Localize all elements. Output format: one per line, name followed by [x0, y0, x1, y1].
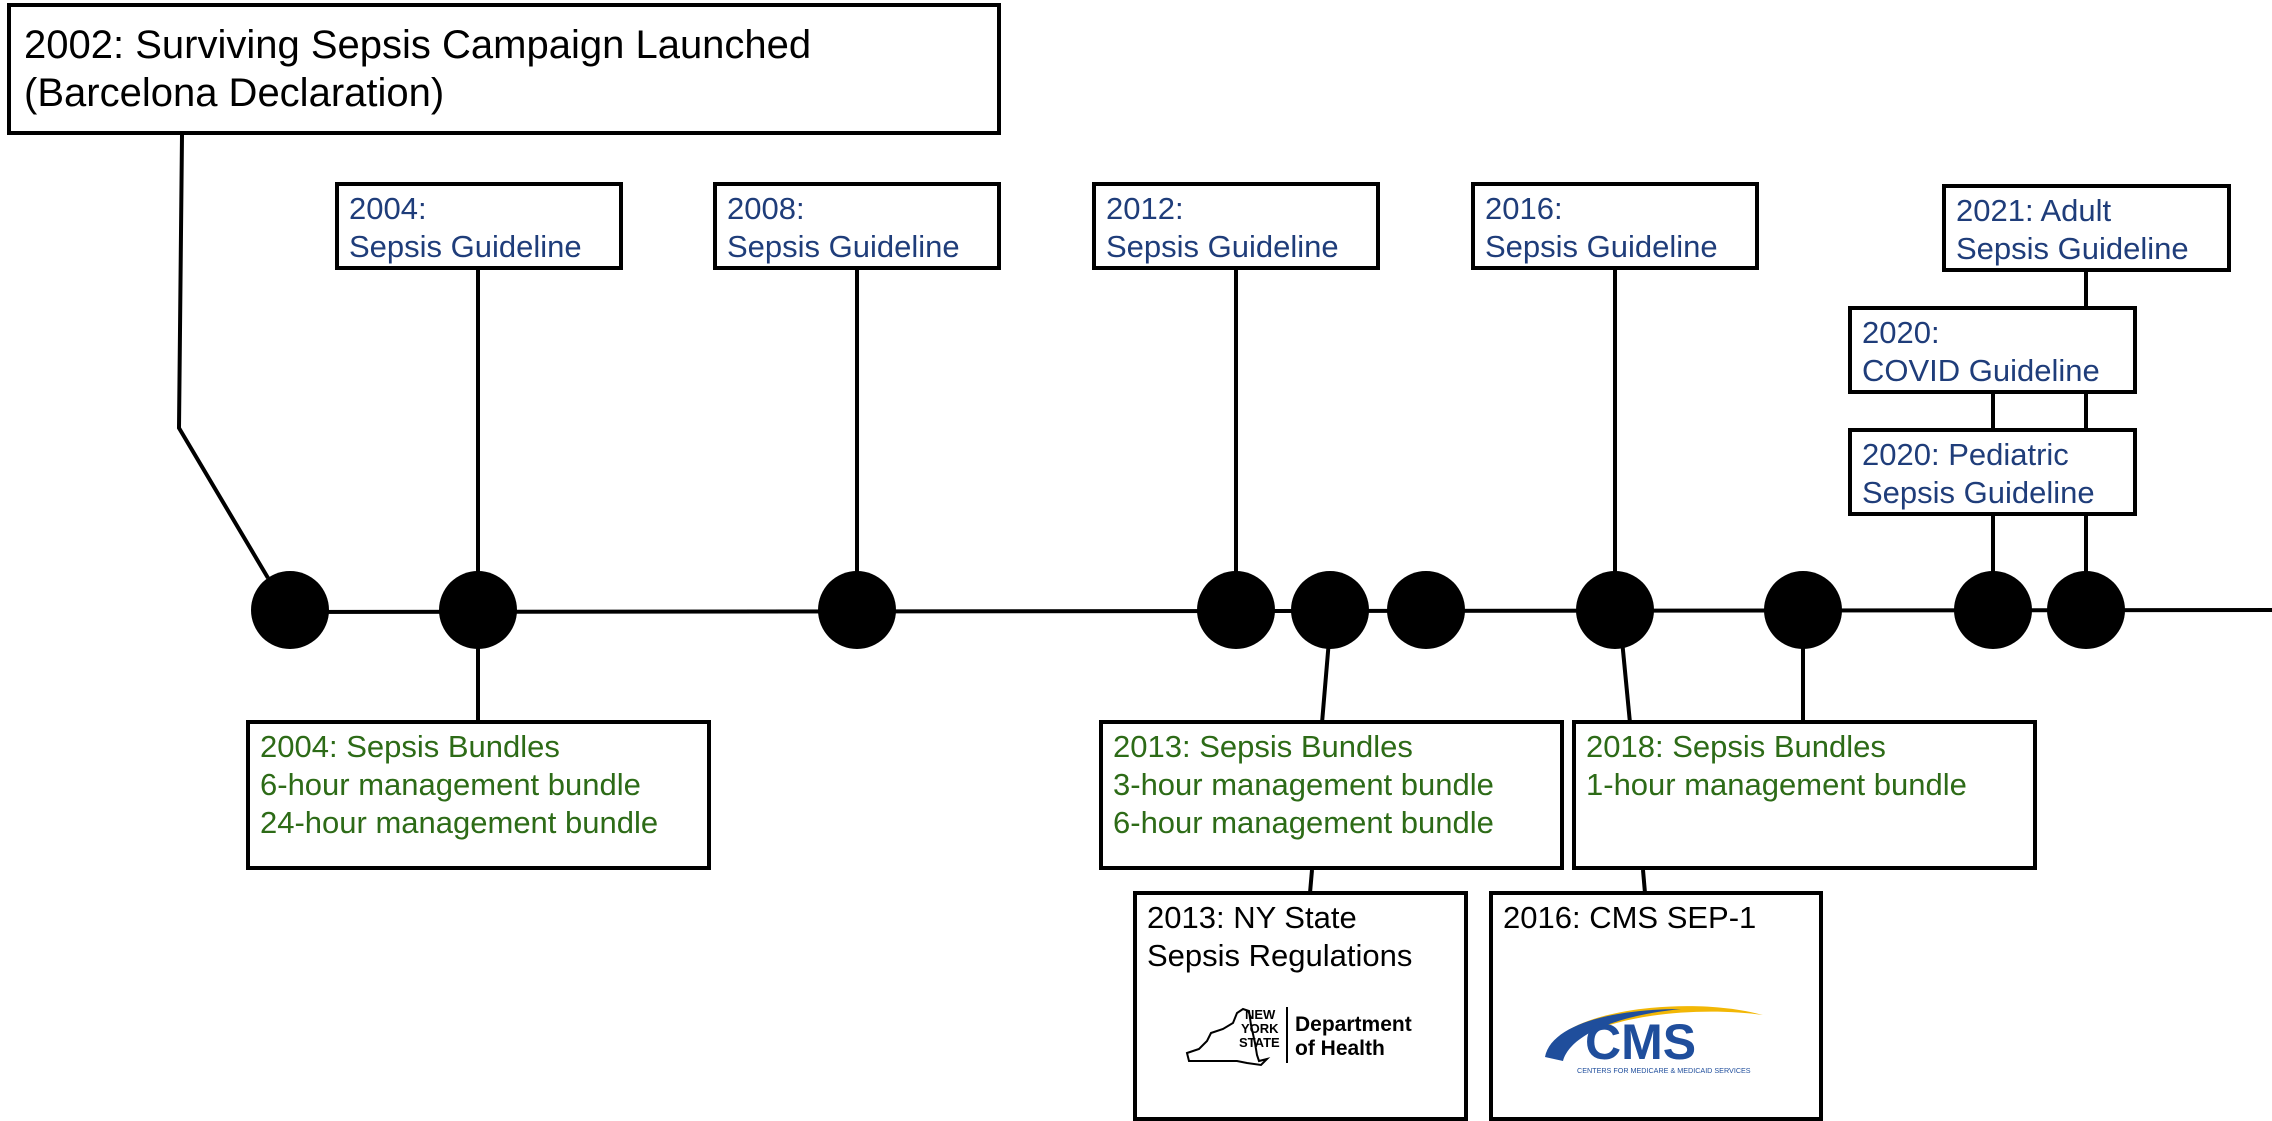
cms-logo-subtitle: CENTERS FOR MEDICARE & MEDICAID SERVICES [1577, 1066, 1751, 1075]
guideline-2020-covid-box: 2020: COVID Guideline [1848, 306, 2137, 394]
guideline-2008-box: 2008: Sepsis Guideline [713, 182, 1001, 270]
nys-text-york: YORK [1241, 1021, 1279, 1036]
cms-arc-blue-icon [1545, 1009, 1681, 1061]
bundle-2013-box: 2013: Sepsis Bundles 3-hour management b… [1099, 720, 1564, 870]
guideline-2004-line1: 2004: [349, 191, 427, 226]
bundle-2004-line1: 2004: Sepsis Bundles [260, 729, 560, 764]
nys-text-state: STATE [1239, 1035, 1280, 1050]
nys-text-department: Department [1295, 1013, 1412, 1036]
bundle-2013-line2: 3-hour management bundle [1113, 767, 1494, 802]
bundle-2018-line2: 1-hour management bundle [1586, 767, 1967, 802]
timeline-node-2016 [1576, 571, 1654, 649]
guideline-2008-line1: 2008: [727, 191, 805, 226]
policy-2013-nystate-box: 2013: NY State Sepsis Regulations NEW YO… [1133, 891, 1468, 1121]
cms-logo: CMS CENTERS FOR MEDICARE & MEDICAID SERV… [1545, 1006, 1763, 1075]
guideline-2016-line2: Sepsis Guideline [1485, 229, 1718, 264]
bundle-2004-box: 2004: Sepsis Bundles 6-hour management b… [246, 720, 711, 870]
guideline-2020-covid-line1: 2020: [1862, 315, 1940, 350]
new-york-state-outline-icon [1185, 1007, 1271, 1067]
guideline-2004-line2: Sepsis Guideline [349, 229, 582, 264]
guideline-2021-adult-box: 2021: Adult Sepsis Guideline [1942, 184, 2231, 272]
timeline-node-2013 [1291, 571, 1369, 649]
policy-2013-line1: 2013: NY State [1147, 900, 1357, 935]
policy-2016-line1: 2016: CMS SEP-1 [1503, 900, 1757, 935]
guideline-2008-line2: Sepsis Guideline [727, 229, 960, 264]
timeline-node-2008 [818, 571, 896, 649]
guideline-2012-box: 2012: Sepsis Guideline [1092, 182, 1380, 270]
nys-text-new: NEW [1245, 1007, 1276, 1022]
policy-2013-line2: Sepsis Regulations [1147, 938, 1413, 973]
timeline-node-2012 [1197, 571, 1275, 649]
nys-department-of-health-logo: NEW YORK STATE Department of Health [1185, 1007, 1412, 1067]
bundle-2018-box: 2018: Sepsis Bundles 1-hour management b… [1572, 720, 2037, 870]
guideline-2016-box: 2016: Sepsis Guideline [1471, 182, 1759, 270]
cms-logo-text: CMS [1585, 1014, 1696, 1070]
timeline-node-2020 [1954, 571, 2032, 649]
guideline-2020-pediatric-line1: 2020: Pediatric [1862, 437, 2069, 472]
bundle-2004-line3: 24-hour management bundle [260, 805, 659, 840]
policy-2016-cms-box: 2016: CMS SEP-1 CMS CENTERS FOR MEDICARE… [1489, 891, 1823, 1121]
timeline-node-2018 [1764, 571, 1842, 649]
guideline-2004-box: 2004: Sepsis Guideline [335, 182, 623, 270]
timeline-node-2021 [2047, 571, 2125, 649]
connector-2013-bundle [1320, 639, 1331, 724]
bundle-2004-line2: 6-hour management bundle [260, 767, 641, 802]
connector-2013-nystate [1308, 869, 1314, 894]
nys-text-of-health: of Health [1295, 1037, 1385, 1060]
timeline-node-2004 [439, 571, 517, 649]
timeline-node-2002 [251, 571, 329, 649]
guideline-2012-line1: 2012: [1106, 191, 1184, 226]
guideline-2016-line1: 2016: [1485, 191, 1563, 226]
milestone-2002-line2: (Barcelona Declaration) [24, 71, 445, 115]
bundle-2013-line3: 6-hour management bundle [1113, 805, 1494, 840]
timeline-node-2014 [1387, 571, 1465, 649]
guideline-2020-pediatric-line2: Sepsis Guideline [1862, 475, 2095, 510]
connector-2016-cms-box [1641, 869, 1647, 894]
milestone-2002-box: 2002: Surviving Sepsis Campaign Launched… [7, 3, 1001, 135]
guideline-2020-covid-line2: COVID Guideline [1862, 353, 2100, 388]
bundle-2018-line1: 2018: Sepsis Bundles [1586, 729, 1886, 764]
connector-2016-cms [1620, 639, 1632, 724]
milestone-2002-line1: 2002: Surviving Sepsis Campaign Launched [24, 23, 812, 67]
guideline-2020-pediatric-box: 2020: Pediatric Sepsis Guideline [1848, 428, 2137, 516]
guideline-2021-line1: 2021: Adult [1956, 193, 2112, 228]
guideline-2012-line2: Sepsis Guideline [1106, 229, 1339, 264]
bundle-2013-line1: 2013: Sepsis Bundles [1113, 729, 1413, 764]
connector-2002 [176, 134, 270, 580]
guideline-2021-line2: Sepsis Guideline [1956, 231, 2189, 266]
